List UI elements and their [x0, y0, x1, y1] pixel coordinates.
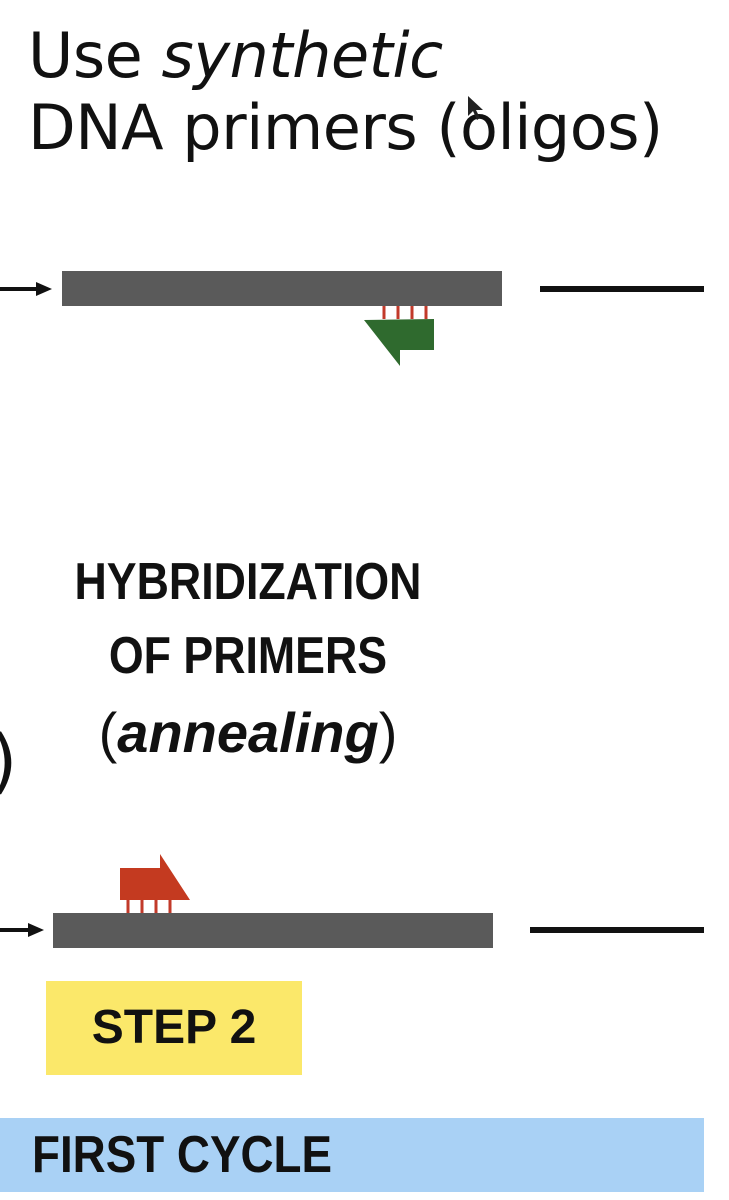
heading-line-1: Use synthetic [28, 19, 444, 92]
top-strand-group [0, 271, 704, 366]
edge-text-fragment: ) [0, 720, 17, 802]
cycle-label: FIRST CYCLE [32, 1126, 332, 1184]
top-template-strand [62, 271, 502, 306]
heading: Use synthetic DNA primers (oligos) [28, 20, 663, 164]
forward-primer-bonds [126, 900, 172, 913]
heading-emphasis: synthetic [161, 19, 444, 92]
bottom-strand-group [0, 854, 704, 948]
bottom-left-arrowhead [28, 923, 44, 937]
forward-primer-arrow [120, 854, 190, 900]
mouse-cursor-icon [468, 96, 483, 120]
step-badge-label: STEP 2 [91, 1001, 257, 1054]
step-title-line-3: (annealing) [98, 701, 398, 764]
top-left-arrowhead [36, 282, 52, 296]
heading-line-2: DNA primers (oligos) [28, 91, 663, 164]
cycle-bar: FIRST CYCLE [0, 1118, 704, 1192]
step-title-line-1: HYBRIDIZATION [74, 553, 422, 611]
reverse-primer-bonds [382, 306, 428, 319]
reverse-primer-arrow [364, 319, 434, 366]
step-title-line-2: OF PRIMERS [108, 627, 388, 685]
step-badge: STEP 2 [46, 981, 302, 1075]
bottom-template-strand [53, 913, 493, 948]
step-title-emphasis: annealing [117, 701, 379, 764]
